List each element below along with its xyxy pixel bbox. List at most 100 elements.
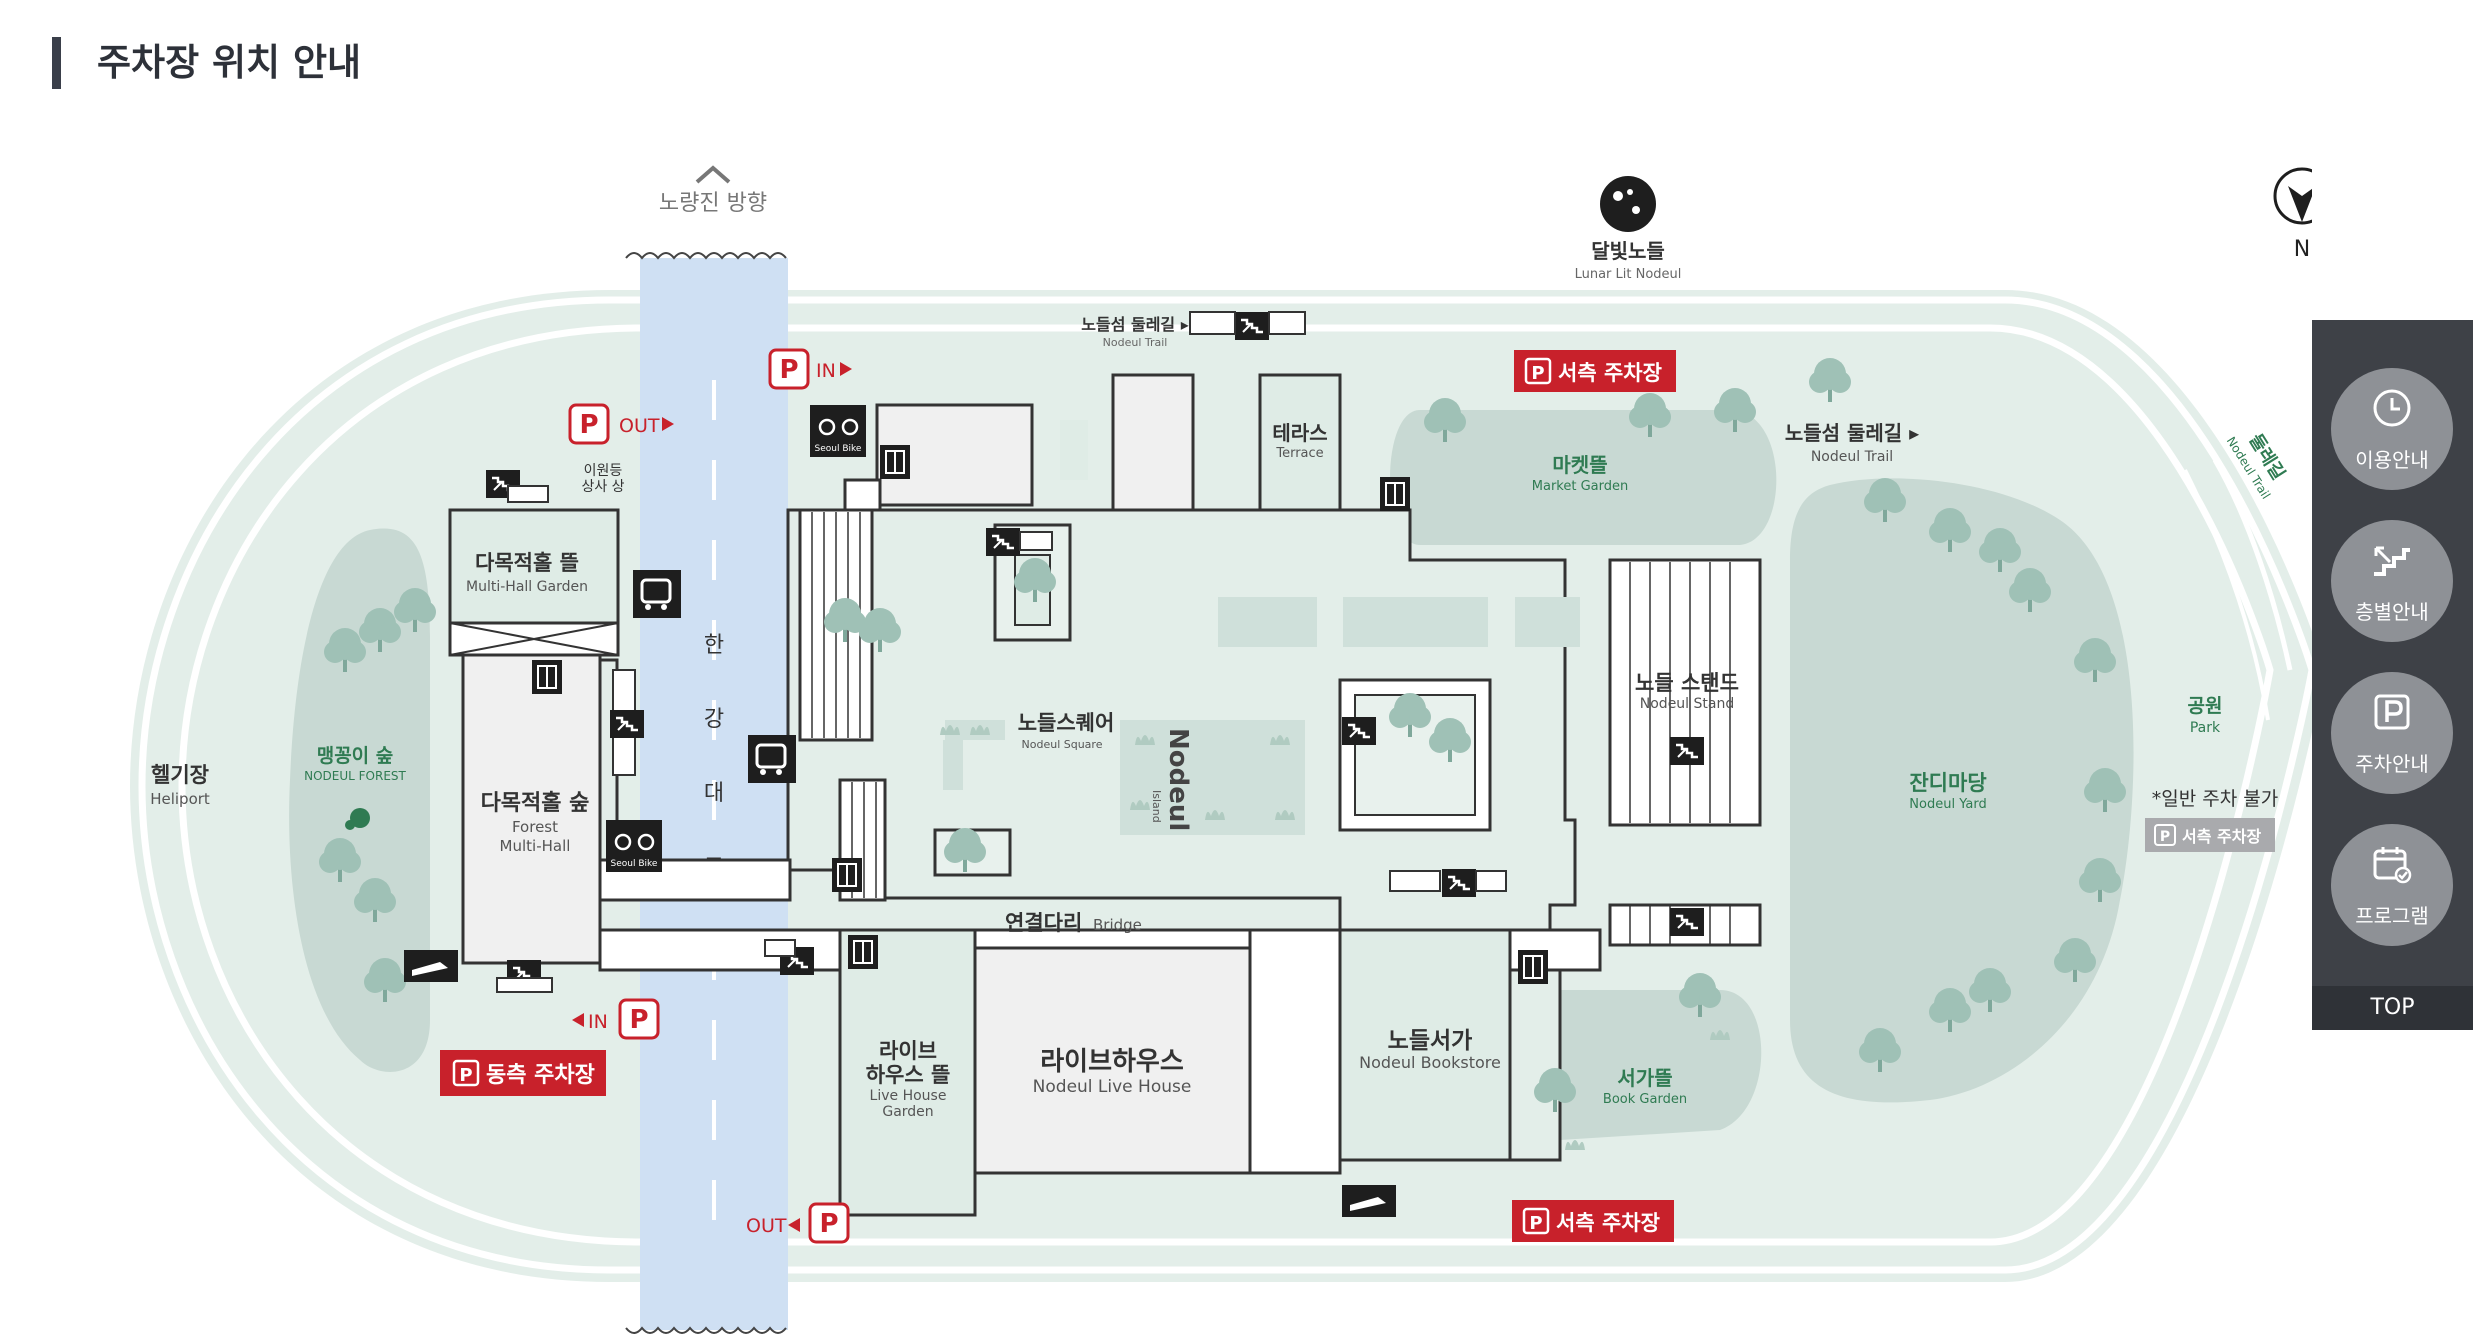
heliport-label-ko: 헬기장 [151, 763, 209, 787]
building-top-1 [875, 403, 1034, 507]
live-house-garden-bldg [838, 928, 977, 1217]
terrace-label-en: Terrace [1275, 446, 1323, 461]
bookstore-bldg [1338, 928, 1512, 1162]
lh-label-en: Nodeul Live House [1033, 1077, 1192, 1097]
shuttle-icon-2 [1342, 1185, 1396, 1217]
usage-info-label: 이용안내 [2355, 448, 2429, 472]
lunar-label-en: Lunar Lit Nodeul [1575, 267, 1682, 282]
program-label: 프로그램 [2355, 904, 2429, 928]
forest-label-en: NODEUL FOREST [304, 769, 406, 783]
parking-guide-label: 주차안내 [2355, 752, 2429, 776]
park-label-ko: 공원 [2188, 695, 2223, 717]
floor-guide-button[interactable]: 층별안내 [2331, 520, 2453, 642]
yard-label-en: Nodeul Yard [1909, 797, 1986, 812]
heliport-label-en: Heliport [150, 790, 210, 808]
usage-info-button[interactable]: 이용안내 [2331, 368, 2453, 490]
stand-label-en: Nodeul Stand [1640, 696, 1734, 712]
multi-hall-garden-bldg [448, 508, 620, 625]
quick-menu-sidebar: 이용안내 층별안내 주차안내 프로그램 TOP [2312, 320, 2473, 1030]
calendar-check-icon [2373, 847, 2412, 884]
trail-top-label: 노들섬 둘레길 ▸ [1081, 315, 1189, 334]
parking-in-top: P IN [768, 348, 852, 390]
parking-in-bottom: IN P [572, 998, 660, 1040]
east-parking-badge: P 동측 주차장 [440, 1050, 606, 1096]
trail-ring-outer [138, 296, 2312, 1274]
svg-text:P: P [2160, 829, 2170, 845]
moon-icon [1600, 176, 1656, 232]
live-house-bldg [973, 946, 1252, 1175]
bridge-char-2: 강 [704, 707, 724, 732]
planter-top [1060, 420, 1088, 480]
svg-text:P: P [819, 1209, 838, 1239]
north-label: N [2294, 237, 2310, 262]
trail-ring-inner [178, 324, 2274, 1246]
mh-forest-label-en1: Forest [512, 818, 558, 836]
trail-right-label-en: Nodeul Trail [1811, 449, 1893, 465]
seoul-bike-icon-2: Seoul Bike [606, 820, 662, 872]
parking-guide-button[interactable]: 주차안내 [2331, 672, 2453, 794]
svg-text:서측 주차장: 서측 주차장 [1558, 361, 1662, 385]
market-garden [1390, 410, 1777, 545]
svg-text:P: P [629, 1005, 648, 1035]
dispatch-label-2: 상사 상 [581, 479, 624, 495]
yard-label-ko: 잔디마당 [1909, 771, 1986, 795]
bus-stop-icon-2 [748, 735, 796, 783]
market-label-ko: 마켓뜰 [1552, 453, 1607, 477]
bridge-char-3: 대 [704, 781, 724, 806]
mh-garden-label-en: Multi-Hall Garden [466, 579, 588, 595]
bridge-label-ko: 연결다리 [1005, 911, 1082, 935]
books-label-en: Nodeul Bookstore [1359, 1053, 1501, 1072]
parking-icon [2374, 694, 2410, 730]
lh-label-ko: 라이브하우스 [1040, 1047, 1184, 1077]
forest-park [289, 528, 430, 1072]
frog-icon [345, 808, 370, 830]
trail-right-label: 노들섬 둘레길 ▸ [1785, 421, 1919, 445]
lh-garden-label-en2: Garden [882, 1104, 933, 1120]
building-top-2 [1111, 373, 1195, 512]
mh-garden-label-ko: 다목적홀 뜰 [475, 551, 579, 575]
lh-garden-label-en1: Live House [870, 1088, 947, 1104]
forest-label-ko: 맹꽁이 숲 [317, 745, 394, 767]
svg-text:서측 주차장: 서측 주차장 [1556, 1211, 1660, 1235]
parking-out-left: P OUT [568, 403, 674, 445]
svg-text:IN: IN [588, 1011, 608, 1033]
svg-text:Seoul Bike: Seoul Bike [611, 859, 658, 869]
parking-out-bottom: OUT P [746, 1202, 850, 1244]
svg-text:서측 주차장: 서측 주차장 [2182, 827, 2261, 846]
west-parking-badge-top: P 서측 주차장 [1514, 350, 1676, 392]
svg-text:OUT: OUT [746, 1215, 787, 1237]
lh-garden-label-ko1: 라이브 [879, 1039, 937, 1063]
svg-text:P: P [459, 1065, 472, 1086]
lh-garden-label-ko2: 하우스 뜰 [866, 1063, 951, 1087]
mh-forest-label-ko: 다목적홀 숲 [481, 790, 590, 816]
square-label-en: Nodeul Square [1022, 738, 1103, 751]
shuttle-icon [404, 950, 458, 982]
svg-text:P: P [579, 410, 598, 440]
book-garden-label-ko: 서가뜰 [1617, 1066, 1672, 1090]
scroll-top-button[interactable]: TOP [2312, 986, 2473, 1030]
yard-park [1790, 478, 2134, 1103]
program-button[interactable]: 프로그램 [2331, 824, 2453, 946]
dispatch-label-1: 이원등 [584, 463, 623, 479]
park-label-en: Park [2190, 720, 2221, 736]
clock-icon [2373, 389, 2411, 427]
floor-stairs-icon [2374, 546, 2410, 576]
west-parking-badge-bottom: P 서측 주차장 [1512, 1200, 1674, 1242]
stair-rails [496, 311, 1507, 993]
island-sub-label: Island [1150, 790, 1163, 823]
stand-seating [1608, 558, 1762, 827]
no-general-parking: *일반 주차 불가 [2152, 788, 2278, 810]
svg-text:P: P [779, 355, 798, 385]
svg-text:P: P [1531, 363, 1544, 384]
mh-forest-label-en2: Multi-Hall [500, 837, 571, 855]
west-parking-badge-gray: P 서측 주차장 [2145, 818, 2275, 852]
book-garden [1526, 990, 1762, 1140]
multi-hall-forest-bldg [461, 653, 602, 965]
bus-stop-icon [633, 570, 681, 618]
north-compass-icon [2273, 167, 2312, 225]
svg-text:IN: IN [816, 360, 836, 382]
square-label-ko: 노들스퀘어 [1018, 711, 1115, 735]
island-label: Nodeul [1163, 728, 1193, 831]
floor-guide-label: 층별안내 [2355, 600, 2429, 624]
bridge-char-1: 한 [704, 633, 724, 658]
